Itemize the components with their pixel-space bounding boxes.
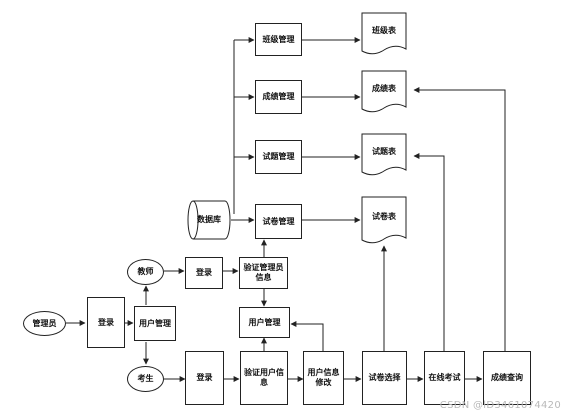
node-database-label: 数据库	[197, 215, 221, 224]
node-user-mgmt-main: 用户管理	[134, 306, 176, 341]
watermark: CSDN @lD3461074420	[439, 400, 561, 411]
document-shape	[361, 70, 407, 113]
node-paper-mgmt: 试卷管理	[255, 204, 302, 239]
node-online-exam: 在线考试	[424, 351, 465, 405]
node-score-table: 成绩表	[361, 70, 407, 115]
node-user-info-modify: 用户信息修改	[303, 351, 344, 405]
node-verify-user: 验证用户信息	[240, 351, 288, 405]
edge-modify-usermgmt	[290, 321, 324, 351]
edge-scorequery-scoretable	[413, 87, 506, 351]
node-user-mgmt-center: 用户管理	[239, 307, 290, 338]
node-login-teacher: 登录	[185, 257, 223, 289]
node-admin: 管理员	[23, 311, 66, 336]
node-exam-select: 试卷选择	[362, 351, 407, 405]
node-teacher: 教师	[127, 259, 164, 285]
node-class-mgmt: 班级管理	[255, 23, 302, 56]
node-score-table-label: 成绩表	[372, 83, 396, 93]
edge-onlineexam-questiontable	[413, 153, 445, 351]
node-score-mgmt: 成绩管理	[255, 80, 302, 114]
document-shape	[361, 133, 407, 176]
node-paper-table-label: 试卷表	[372, 212, 396, 221]
node-login-student: 登录	[185, 351, 224, 405]
node-question-table: 试题表	[361, 133, 407, 178]
node-student: 考生	[127, 366, 164, 392]
node-question-mgmt: 试题管理	[255, 140, 302, 174]
cylinder-shape	[187, 200, 231, 240]
node-paper-table: 试卷表	[361, 196, 407, 246]
node-question-table-label: 试题表	[372, 146, 396, 156]
node-score-query: 成绩查询	[483, 351, 531, 405]
node-login-admin: 登录	[87, 297, 125, 348]
node-database: 数据库	[187, 200, 231, 240]
node-class-table-label: 班级表	[372, 25, 396, 35]
document-shape	[361, 12, 407, 55]
document-shape	[361, 196, 407, 244]
node-class-table: 班级表	[361, 12, 407, 57]
node-verify-admin: 验证管理员信息	[239, 257, 288, 289]
